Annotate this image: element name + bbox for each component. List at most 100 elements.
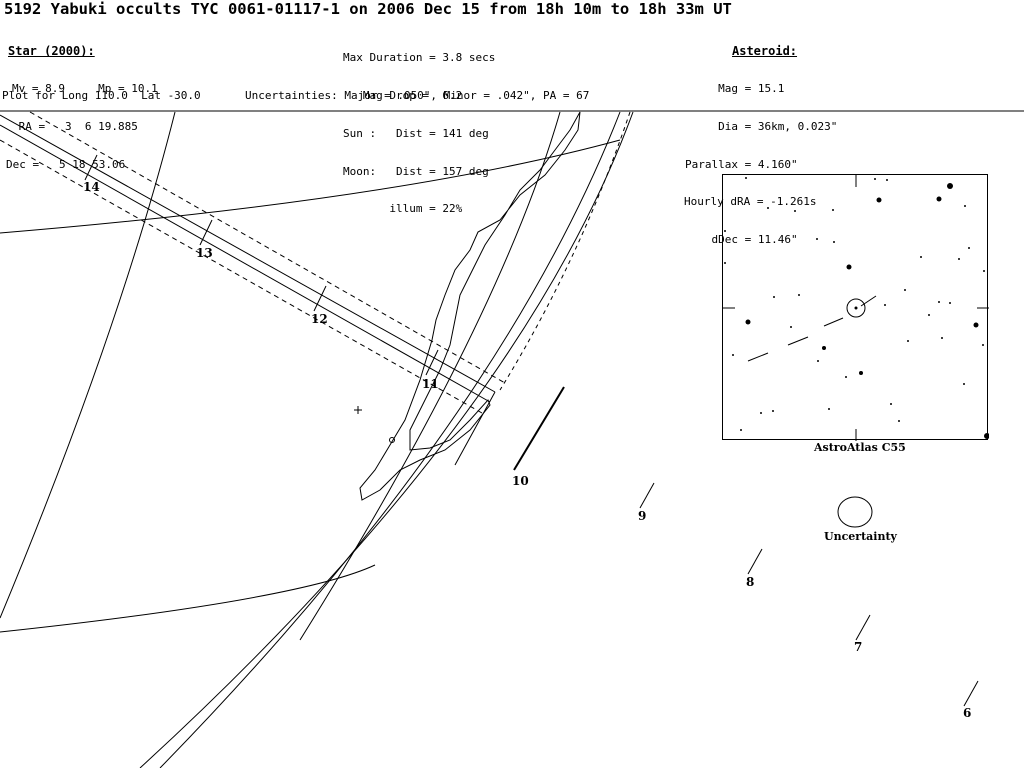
star	[816, 238, 818, 240]
event-info: Max Duration = 3.8 secs Mag Drop = 6.2 S…	[343, 27, 495, 229]
star	[968, 247, 970, 249]
motion-track	[860, 295, 877, 307]
path-end-segment	[454, 391, 496, 466]
star-chart	[723, 175, 990, 441]
plot-location: Plot for Long 110.0 Lat -30.0	[2, 89, 201, 102]
asteroid-heading: Asteroid:	[732, 44, 798, 59]
star	[949, 302, 951, 304]
earth-limb-inner	[159, 111, 621, 768]
map-title: 5192 Yabuki occults TYC 0061-01117-1 on …	[4, 0, 732, 18]
star	[884, 304, 886, 306]
event-line: Sun : Dist = 141 deg	[343, 126, 489, 140]
path-northern-limit	[0, 114, 496, 393]
inset-caption: AstroAtlas C55	[814, 441, 906, 454]
star	[828, 408, 830, 410]
star	[984, 433, 990, 439]
star	[886, 179, 888, 181]
star	[898, 420, 900, 422]
parallel-line	[0, 139, 621, 234]
path-southern-limit	[0, 124, 491, 403]
star	[773, 296, 775, 298]
event-line: Moon: Dist = 157 deg	[343, 164, 489, 178]
asteroid-info: Asteroid: Mag = 15.1 Dia = 36km, 0.023" …	[684, 20, 838, 259]
star-line: Mv = 8.9 Mp = 10.1	[12, 81, 158, 95]
star	[772, 410, 774, 412]
star-heading: Star (2000):	[8, 44, 95, 59]
time-label: 9	[638, 509, 647, 523]
asteroid-line: Hourly dRA = -1.261s	[684, 195, 817, 209]
time-tick	[313, 285, 327, 312]
target-star	[854, 306, 858, 310]
star	[936, 196, 942, 202]
star	[859, 371, 863, 375]
uncertainties-text: Uncertainties: Major = .050", Minor = .0…	[245, 89, 590, 102]
time-label: 14	[83, 180, 100, 194]
star	[907, 340, 909, 342]
star	[745, 177, 747, 179]
star	[973, 322, 979, 328]
star-line: RA = 3 6 19.885	[12, 119, 138, 133]
star	[724, 262, 726, 264]
star	[767, 207, 769, 209]
time-label: 11	[422, 377, 439, 391]
limb-dashed	[499, 111, 631, 391]
time-label: 8	[746, 575, 755, 589]
time-tick	[855, 614, 871, 641]
star-chart-inset	[722, 174, 990, 441]
town-marker	[389, 437, 395, 443]
time-tick	[639, 482, 655, 509]
star	[890, 403, 892, 405]
star	[790, 326, 792, 328]
time-tick	[425, 349, 439, 376]
event-line: illum = 22%	[343, 202, 463, 216]
star	[958, 258, 960, 260]
motion-track	[787, 336, 809, 346]
asteroid-line: Parallax = 4.160"	[685, 157, 798, 171]
time-label: 13	[196, 246, 213, 260]
asteroid-line: Dia = 36km, 0.023"	[685, 119, 838, 133]
motion-track	[747, 352, 769, 362]
uncertainty-ellipse	[837, 496, 873, 528]
star	[947, 183, 953, 189]
star	[832, 209, 834, 211]
star	[817, 360, 819, 362]
coastline	[359, 111, 581, 501]
meridian-line	[299, 111, 561, 641]
star	[876, 197, 882, 203]
star	[983, 270, 985, 272]
star	[845, 376, 847, 378]
star	[798, 294, 800, 296]
star	[833, 241, 835, 243]
star	[941, 337, 943, 339]
earth-limb-outer	[139, 111, 634, 768]
time-label: 10	[512, 474, 529, 488]
star	[920, 256, 922, 258]
time-tick	[963, 680, 979, 707]
star	[963, 383, 965, 385]
time-tick	[747, 548, 763, 575]
event-line: Max Duration = 3.8 secs	[343, 51, 496, 65]
star	[732, 354, 734, 356]
asteroid-line: dDec = 11.46"	[685, 233, 798, 247]
star	[724, 230, 726, 232]
time-tick	[84, 154, 98, 181]
time-label: 12	[311, 312, 328, 326]
parallel-line	[0, 564, 376, 633]
path-uncertainty-north	[29, 111, 506, 384]
target-circle	[846, 298, 866, 318]
star	[928, 314, 930, 316]
time-label: 7	[854, 640, 863, 654]
time-label: 6	[963, 706, 972, 720]
star	[740, 429, 742, 431]
star	[794, 210, 796, 212]
motion-track	[823, 317, 844, 327]
star	[938, 301, 940, 303]
star	[846, 264, 852, 270]
star	[964, 205, 966, 207]
star	[874, 178, 876, 180]
time-tick	[513, 386, 565, 471]
path-uncertainty-south	[0, 139, 483, 414]
meridian-line	[0, 111, 176, 619]
uncertainty-caption: Uncertainty	[824, 530, 897, 543]
